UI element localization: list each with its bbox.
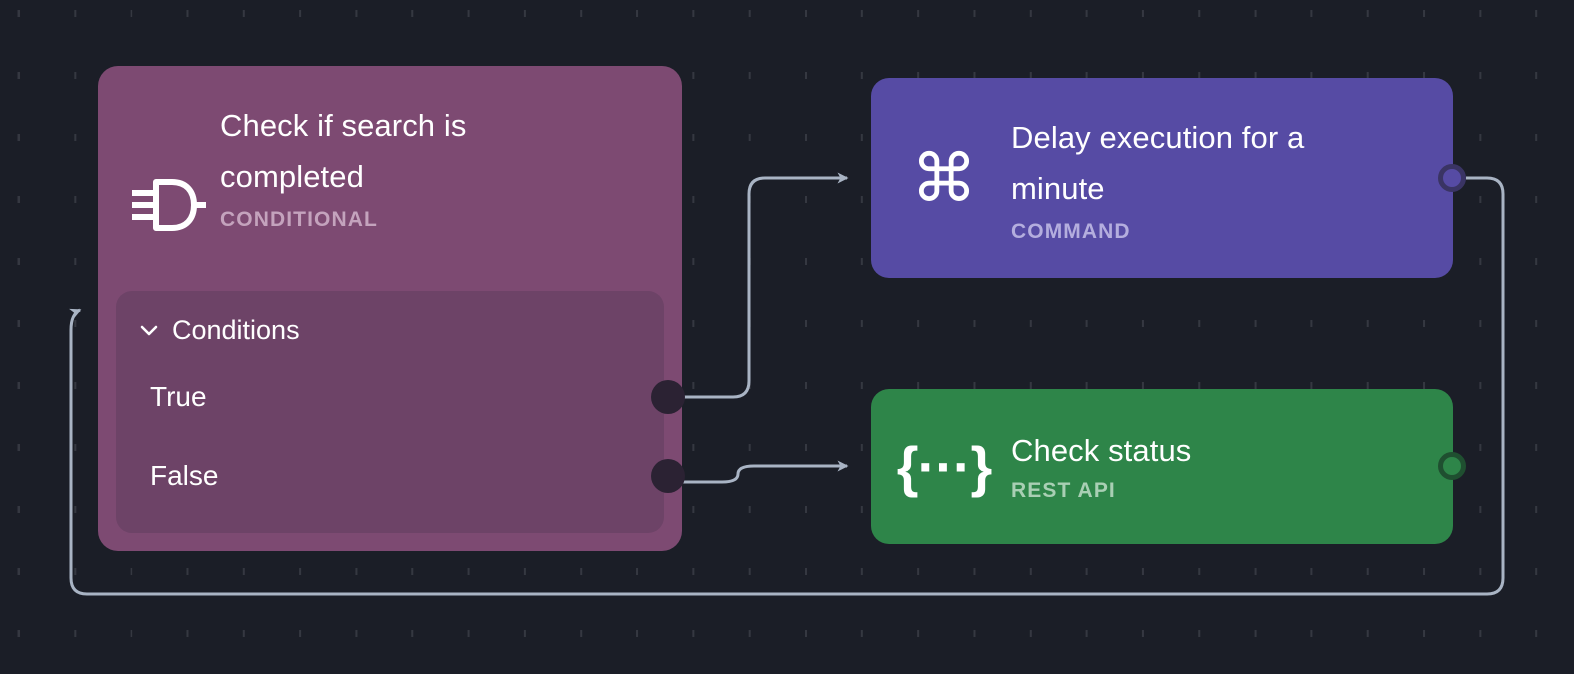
node-rest-title: Check status bbox=[1011, 432, 1192, 468]
node-rest-api[interactable]: {···} Check status REST API bbox=[871, 389, 1466, 544]
node-command-header[interactable]: ⌘ Delay execution for a minute COMMAND bbox=[871, 78, 1453, 278]
node-command-text: Delay execution for a minute COMMAND bbox=[983, 112, 1361, 244]
node-rest-text: Check status REST API bbox=[983, 431, 1191, 503]
node-command[interactable]: ⌘ Delay execution for a minute COMMAND bbox=[871, 78, 1466, 278]
logic-gate-icon bbox=[128, 170, 208, 240]
output-port-false[interactable] bbox=[651, 458, 685, 493]
node-conditional-title: Check if search is completed bbox=[220, 108, 467, 194]
node-rest-header[interactable]: {···} Check status REST API bbox=[871, 389, 1453, 544]
condition-label-true: True bbox=[150, 380, 207, 412]
node-rest-subtitle: REST API bbox=[1011, 478, 1116, 502]
node-command-title: Delay execution for a minute bbox=[1011, 120, 1305, 206]
conditions-header[interactable]: Conditions bbox=[116, 311, 664, 349]
node-conditional-subtitle: CONDITIONAL bbox=[220, 208, 378, 231]
node-conditional[interactable]: Check if search is completed CONDITIONAL… bbox=[98, 66, 685, 551]
output-port-true[interactable] bbox=[651, 379, 685, 414]
conditions-title: Conditions bbox=[172, 314, 300, 345]
condition-label-false: False bbox=[150, 459, 219, 491]
condition-row-true[interactable]: True bbox=[116, 365, 685, 428]
output-port-command[interactable] bbox=[1438, 164, 1466, 192]
condition-row-false[interactable]: False bbox=[116, 444, 685, 507]
command-glyph-icon: ⌘ bbox=[911, 141, 977, 215]
conditions-panel[interactable]: Conditions True False bbox=[116, 291, 685, 533]
node-conditional-header[interactable]: Check if search is completed CONDITIONAL bbox=[98, 66, 682, 294]
node-conditional-text: Check if search is completed CONDITIONAL bbox=[208, 66, 550, 232]
node-command-subtitle: COMMAND bbox=[1011, 220, 1131, 243]
json-braces-icon: {···} bbox=[896, 434, 993, 498]
chevron-down-icon[interactable] bbox=[138, 319, 160, 341]
output-port-rest[interactable] bbox=[1438, 452, 1466, 480]
